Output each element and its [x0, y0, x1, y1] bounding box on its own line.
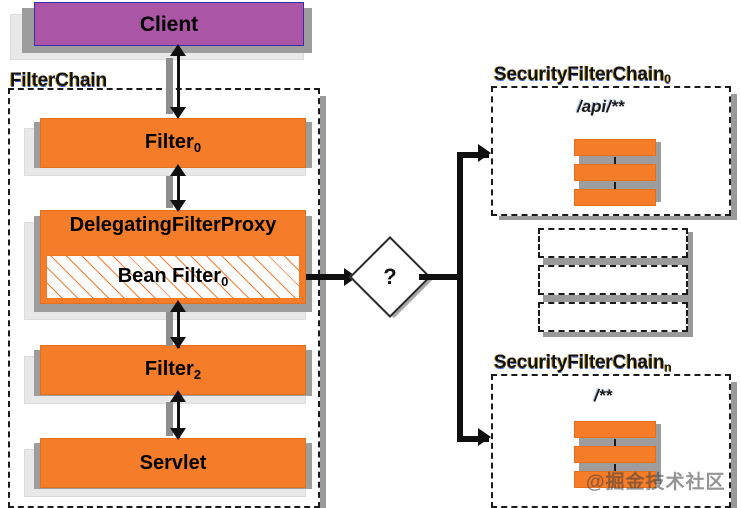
filter0-dfp-connector-shadow — [166, 176, 173, 208]
client-label: Client — [139, 12, 199, 36]
securitychain-0-filter-1[interactable] — [574, 139, 656, 156]
filter-2-box[interactable]: Filter2 — [40, 345, 306, 395]
dfp-filter2-connector-shadow — [166, 312, 173, 346]
securitychain-0-tick-1 — [614, 157, 616, 164]
decision-label: ? — [383, 264, 397, 289]
placeholder-slot-1 — [538, 228, 688, 258]
servlet-label: Servlet — [139, 452, 207, 474]
bean-filter-label: Bean Filter0 — [117, 265, 229, 289]
dfp-filter2-arrow-up — [170, 300, 186, 312]
decision-branch-stem — [419, 274, 463, 280]
securitychain-n-filter-3[interactable] — [574, 471, 656, 488]
securitychain-n-tick-2 — [614, 464, 616, 471]
securitychain-n-filter-1[interactable] — [574, 421, 656, 438]
branch-to-chainN-line — [457, 436, 489, 442]
beanfilter-decision-line — [306, 274, 356, 280]
bean-filter-box[interactable]: Bean Filter0 — [46, 255, 300, 299]
securitychain-0-filter-3[interactable] — [574, 189, 656, 206]
securitychain-n-label: SecurityFilterChainn — [494, 352, 672, 374]
securitychain-0-label: SecurityFilterChain0 — [494, 64, 671, 86]
filter0-dfp-arrow-down — [170, 200, 186, 212]
client-box[interactable]: Client — [34, 2, 304, 46]
filter-0-box[interactable]: Filter0 — [40, 118, 306, 168]
servlet-box[interactable]: Servlet — [40, 438, 306, 488]
filter2-servlet-connector — [177, 396, 180, 438]
client-filter0-connector — [177, 52, 180, 116]
filter-2-label: Filter2 — [144, 358, 202, 382]
placeholder-slot-2 — [538, 265, 688, 295]
securitychain-0-pattern: /api/** — [577, 97, 625, 116]
branch-to-chain0-line — [457, 152, 489, 158]
filter2-servlet-arrow-down — [170, 428, 186, 440]
watermark: @掘金技术社区 — [586, 472, 726, 493]
client-filter0-arrow-up — [170, 44, 186, 56]
branch-to-chain0-arrow — [478, 144, 491, 162]
securitychain-0-filter-2[interactable] — [574, 164, 656, 181]
filterchain-group-label: FilterChain — [10, 70, 108, 91]
filter0-dfp-connector — [177, 170, 180, 210]
client-filter0-arrow-down — [170, 107, 186, 119]
placeholder-slot-3 — [538, 302, 688, 332]
filter2-servlet-connector-shadow — [166, 402, 173, 436]
decision-branch-spine — [457, 152, 463, 442]
dfp-filter2-arrow-down — [170, 337, 186, 349]
filter2-servlet-arrow-up — [170, 390, 186, 402]
securitychain-0-tick-2 — [614, 182, 616, 189]
branch-to-chainN-arrow — [478, 428, 491, 446]
filter0-dfp-arrow-up — [170, 164, 186, 176]
delegating-filter-proxy-label: DelegatingFilterProxy — [69, 214, 277, 236]
securitychain-n-filter-2[interactable] — [574, 446, 656, 463]
securitychain-n-tick-1 — [614, 439, 616, 446]
securitychain-n-pattern: /** — [594, 386, 612, 405]
dfp-filter2-connector — [177, 306, 180, 348]
filter-0-label: Filter0 — [144, 131, 202, 155]
client-filter0-connector-shadow — [166, 58, 173, 114]
